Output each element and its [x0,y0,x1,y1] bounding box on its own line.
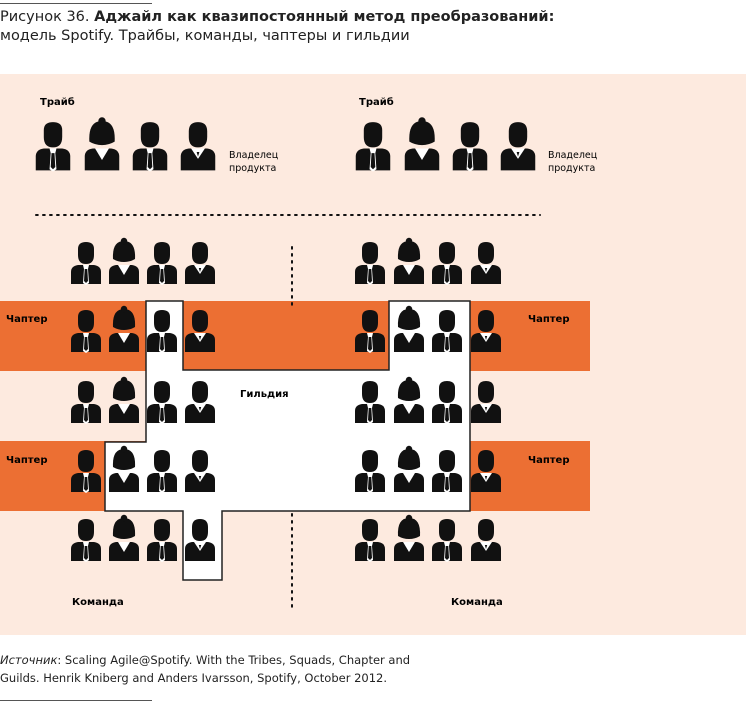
source-note: Источник: Scaling Agile@Spotify. With th… [0,651,410,687]
chapter-label-bottom-right: Чаптер [528,455,569,466]
chapter-label-top-left: Чаптер [6,314,47,325]
tribe-label-right: Трайб [359,96,394,108]
bottom-rule [0,700,152,701]
product-owner-left-1: Владелец [229,150,279,161]
squad-label-right: Команда [451,597,503,608]
figure-caption: Рисунок 36. Аджайл как квазипостоянный м… [0,8,746,46]
tribe-label-left: Трайб [40,96,75,108]
product-owner-right-2: продукта [548,163,595,174]
top-rule [0,3,152,4]
guild-area [104,300,471,581]
figure-number: Рисунок 36. [0,9,90,25]
figure-subtitle: модель Spotify. Трайбы, команды, чаптеры… [0,28,410,44]
source-label: Источник [0,653,58,667]
product-owner-left-2: продукта [229,163,276,174]
product-owner-right-1: Владелец [548,150,598,161]
figure-title: Аджайл как квазипостоянный метод преобра… [94,9,555,25]
guild-label: Гильдия [240,389,289,400]
squad-label-left: Команда [72,597,124,608]
chapter-label-top-right: Чаптер [528,314,569,325]
source-line-2: Guilds. Henrik Kniberg and Anders Ivarss… [0,671,388,685]
chapter-label-bottom-left: Чаптер [6,455,47,466]
spotify-model-diagram: Трайб Трайб Владелец продукта Владелец п… [0,74,746,635]
source-line-1: : Scaling Agile@Spotify. With the Tribes… [57,653,411,667]
